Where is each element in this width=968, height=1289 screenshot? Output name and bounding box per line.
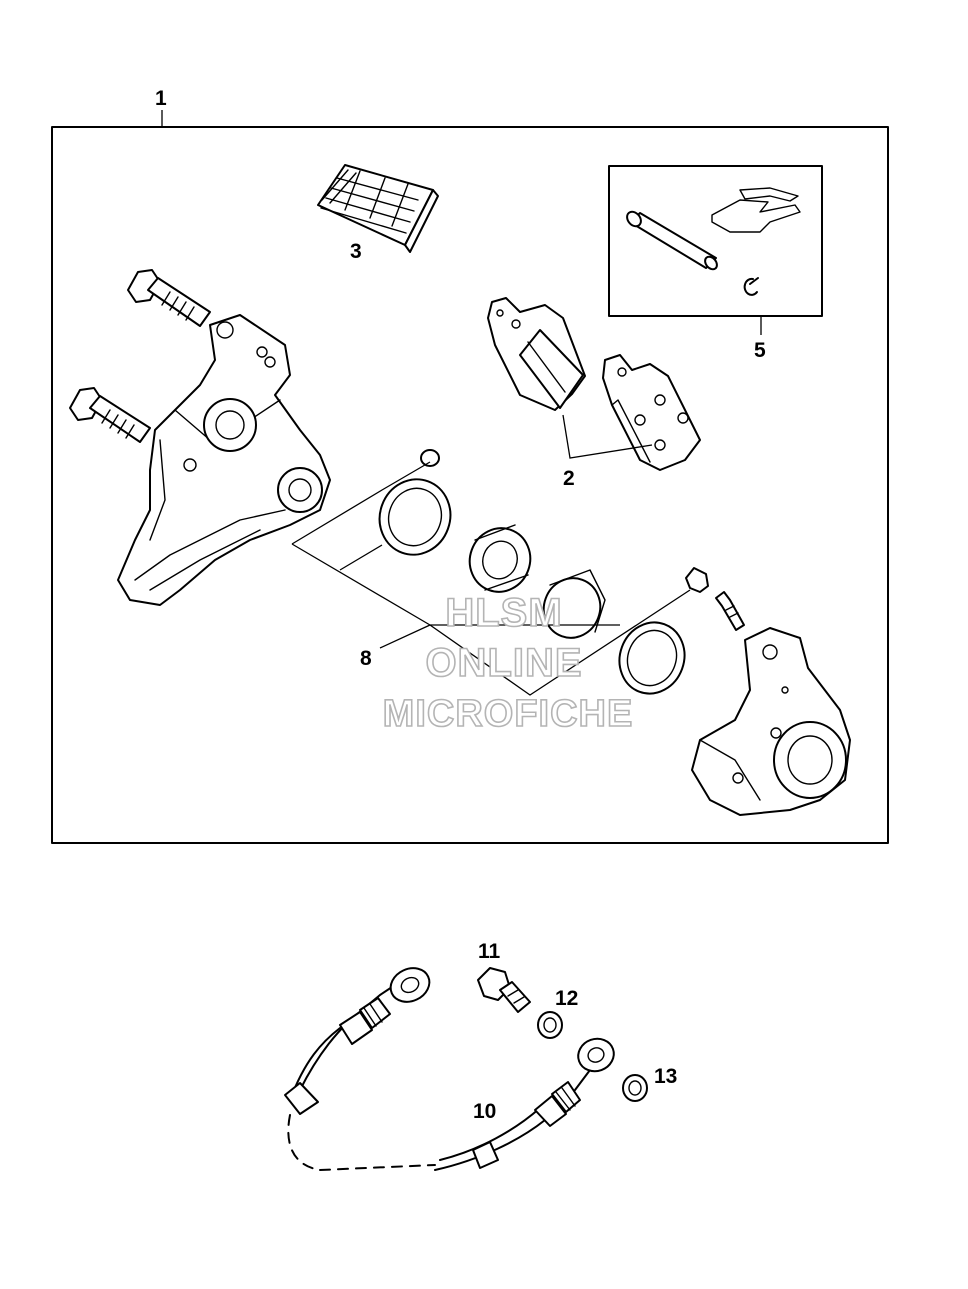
part-10-brake-hose[interactable] (284, 962, 618, 1171)
part-3-pad-shim[interactable] (317, 164, 439, 253)
part-12-washer[interactable] (537, 1011, 563, 1039)
caliper-kit-frame (51, 110, 889, 844)
watermark: HLSM ONLINE MICROFICHE (382, 590, 634, 736)
mounting-bolt-upper (127, 269, 211, 327)
part-13-washer[interactable] (622, 1074, 648, 1102)
callout-12: 12 (555, 987, 578, 1010)
bleeder-cap (685, 567, 709, 593)
piston-seal-2 (618, 621, 686, 695)
part-8-seal-kit[interactable] (291, 449, 694, 703)
caliper-bracket (117, 314, 331, 606)
part-2-brake-pads[interactable] (487, 297, 701, 471)
pin-clip (711, 187, 801, 233)
callout-13: 13 (654, 1065, 677, 1088)
pad-pin (626, 210, 718, 271)
caliper-inner-half (691, 627, 851, 816)
callout-2: 2 (563, 467, 575, 490)
callout-1: 1 (155, 87, 167, 110)
callout-10: 10 (473, 1100, 496, 1123)
watermark-line-2: ONLINE (425, 641, 582, 685)
piston-seal-1 (378, 478, 452, 556)
mounting-bolt-lower (69, 387, 151, 443)
dust-seal (468, 524, 532, 593)
callout-5: 5 (754, 339, 766, 362)
watermark-line-1: HLSM (445, 591, 562, 635)
callout-8: 8 (360, 647, 372, 670)
callout-11: 11 (478, 940, 501, 963)
part-11-banjo-bolt[interactable] (477, 967, 531, 1013)
callout-3: 3 (350, 240, 362, 263)
bleed-screw (715, 591, 745, 631)
r-clip (743, 277, 759, 296)
o-ring-small (420, 449, 440, 467)
part-5-pin-kit[interactable] (608, 165, 823, 335)
piston (542, 569, 606, 639)
watermark-line-3: MICROFICHE (383, 693, 634, 735)
